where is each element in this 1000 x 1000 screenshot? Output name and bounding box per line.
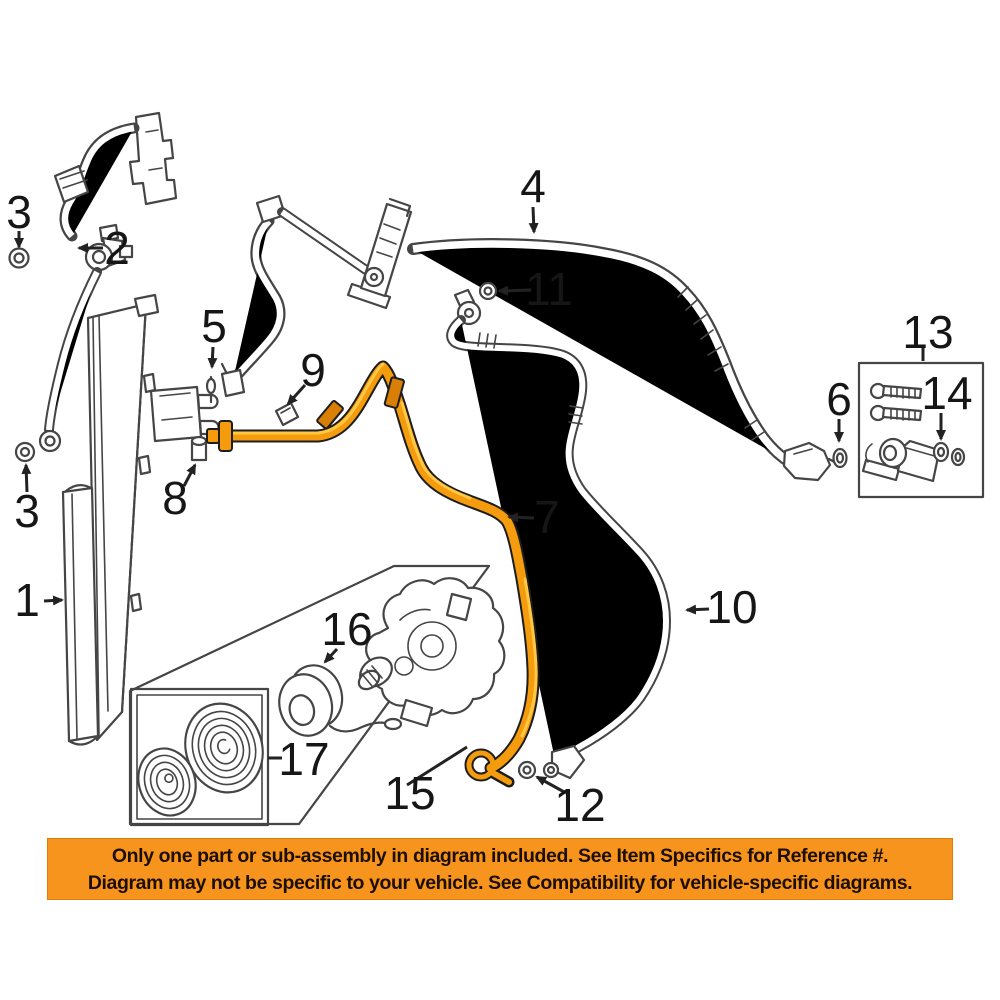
part-7-highlighted-hose [206,360,540,788]
callout-7-arrow [507,512,535,523]
hose-t-fitting [218,420,233,452]
callout-15-label: 15 [384,767,435,819]
callout-arrows [14,206,946,795]
condenser-assembly [61,293,220,746]
part-5-pin [205,375,217,404]
part-4-hose-assembly [220,194,840,482]
callout-7-label: 7 [534,491,560,543]
kit-ring [950,447,966,467]
pulley-disc-large [184,702,264,794]
pulley-disc-small [137,747,197,817]
part-11-o-ring [478,281,498,301]
kit-bracket [861,437,944,483]
part-2-end-ring [38,429,62,453]
callout-11-label: 11 [525,263,573,315]
callout-labels: 1 2 3 3 4 5 6 7 8 9 10 11 12 13 14 15 16… [6,160,972,831]
callout-6-label: 6 [826,373,852,425]
callout-3-bottom-label: 3 [14,485,40,537]
part-16-compressor [278,577,506,737]
condenser-top-cap [133,293,160,318]
part-17-clutch-set [129,687,270,827]
disclaimer-banner: Only one part or sub-assembly in diagram… [47,838,953,900]
part-2-coupling [53,164,90,204]
callout-12-arrow [535,775,567,795]
compressor-body [365,577,506,717]
part-6-o-ring [832,447,848,469]
field-coil [278,664,344,737]
callout-4-arrow [528,206,539,234]
callout-16-arrow [323,647,339,664]
kit-nut [932,441,950,463]
disclaimer-line-2: Diagram may not be specific to your vehi… [87,872,913,894]
part-13-hardware-box [857,361,985,499]
callout-9-label: 9 [300,344,326,396]
part-2-hose-assembly [38,111,178,453]
hose-coupling-1 [316,400,344,430]
part-4-lower-fitting [220,368,246,398]
part-8-fitting [190,435,208,462]
callout-5-label: 5 [201,300,227,352]
part-9-clip [274,401,300,427]
callout-12-label: 12 [554,779,605,831]
callout-3-bottom-arrow [21,463,32,493]
bolt-2 [869,404,923,422]
part-10-hose [446,288,671,780]
hose-coupling-2 [383,376,405,409]
callout-13-label: 13 [902,306,953,358]
callout-1-arrow [43,595,64,606]
disclaimer-line-1: Only one part or sub-assembly in diagram… [111,845,889,867]
callout-9-arrow [286,383,307,406]
callout-5-arrow [207,346,218,369]
callout-17-label: 17 [278,733,329,785]
callout-15-leader [406,745,468,787]
part-4-end-fitting [782,441,832,482]
callout-8-arrow [182,463,197,487]
callout-3-top-label: 3 [6,186,32,238]
callout-10-label: 10 [706,581,757,633]
part-4-hose-ribs [677,286,765,441]
callout-10-arrow [685,604,710,615]
part-3-o-rings [8,247,36,463]
callout-4-label: 4 [520,160,546,212]
bolt-1 [869,382,923,400]
coil-wire-terminal [383,717,403,731]
part-2-bracket [128,111,178,206]
callout-1-label: 1 [14,574,40,626]
receiver-drier-tank [61,486,100,743]
o-ring-bottom [14,441,36,463]
o-ring-top [8,247,30,269]
callout-2-label: 2 [104,222,130,274]
callout-11-arrow [497,285,532,296]
part-12-o-ring [517,760,537,780]
callout-16-label: 16 [321,603,372,655]
callout-14-label: 14 [921,367,972,419]
part-10-hose-ribs [477,332,584,425]
callout-8-label: 8 [162,472,188,524]
coil-wire [328,721,387,733]
